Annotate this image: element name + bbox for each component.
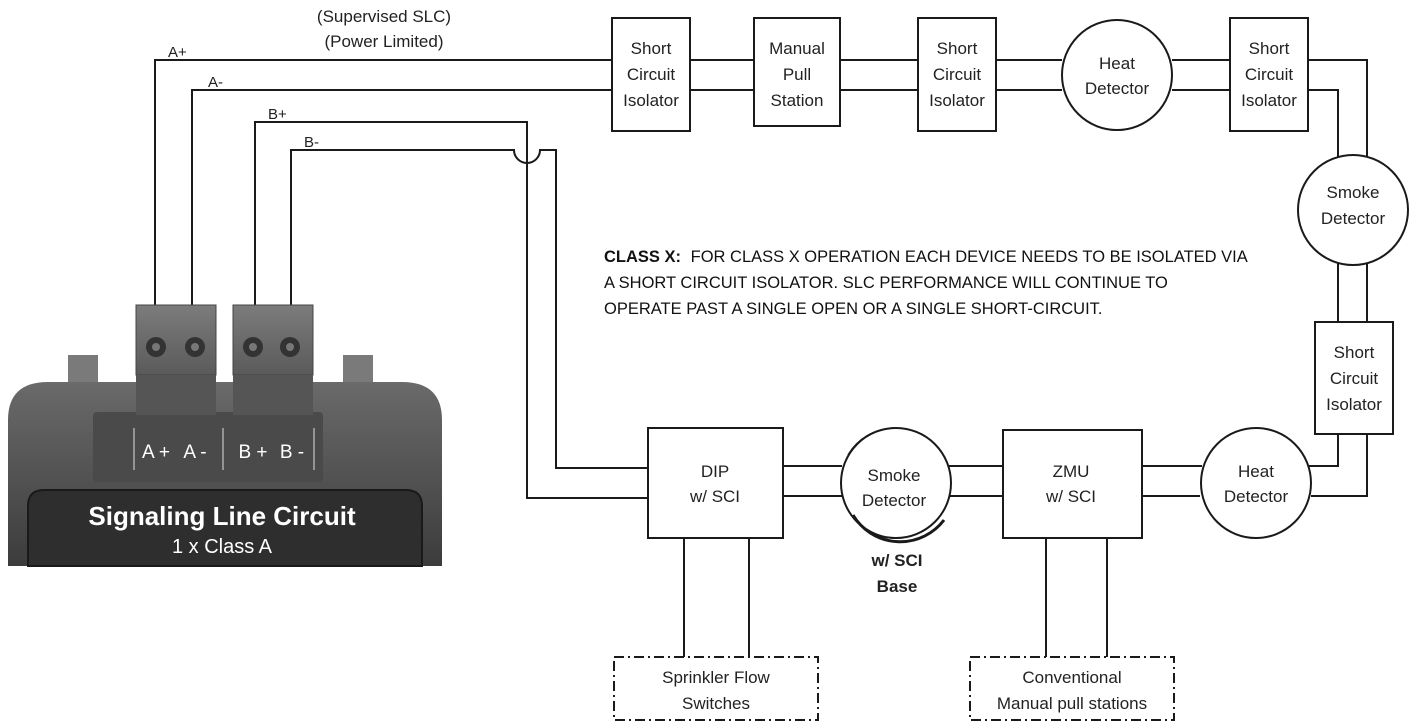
svg-text:Isolator: Isolator <box>623 91 679 110</box>
svg-text:Circuit: Circuit <box>1330 369 1378 388</box>
smoke-detector-right: Smoke Detector <box>1297 154 1409 266</box>
slc-panel: A + A - B + B - Signaling Line Circuit 1… <box>8 304 442 567</box>
wires <box>154 59 1368 657</box>
svg-text:Manual: Manual <box>769 39 825 58</box>
terminal-label-a-plus: A + <box>142 442 170 463</box>
svg-text:Heat: Heat <box>1099 54 1135 73</box>
svg-text:Short: Short <box>1249 39 1290 58</box>
panel-title: Signaling Line Circuit <box>88 501 356 531</box>
sci-base-label-line1: w/ SCI <box>870 551 922 570</box>
svg-text:ZMU: ZMU <box>1053 462 1090 481</box>
svg-text:Short: Short <box>1334 343 1375 362</box>
svg-text:Sprinkler Flow: Sprinkler Flow <box>662 668 770 687</box>
smoke-detector-bottom: Smoke Detector <box>840 427 952 544</box>
svg-text:Isolator: Isolator <box>929 91 985 110</box>
svg-text:Isolator: Isolator <box>1241 91 1297 110</box>
supervised-slc-label: (Supervised SLC) <box>317 7 451 26</box>
svg-text:Manual pull stations: Manual pull stations <box>997 694 1147 713</box>
dip-module: DIP w/ SCI <box>647 427 784 539</box>
b-minus-label: B- <box>304 134 319 151</box>
manual-pull-station: Manual Pull Station <box>753 17 841 127</box>
svg-text:Detector: Detector <box>862 491 927 510</box>
svg-text:w/ SCI: w/ SCI <box>1045 487 1096 506</box>
terminal-label-b-minus: B - <box>280 442 304 463</box>
a-minus-label: A- <box>208 74 223 91</box>
terminal-label-a-minus: A - <box>183 442 206 463</box>
svg-text:Station: Station <box>771 91 824 110</box>
svg-text:w/ SCI: w/ SCI <box>689 487 740 506</box>
class-x-heading: CLASS X: <box>604 248 681 266</box>
svg-text:Switches: Switches <box>682 694 750 713</box>
svg-text:Circuit: Circuit <box>1245 65 1293 84</box>
sci-base-label-line2: Base <box>877 577 918 596</box>
svg-text:Isolator: Isolator <box>1326 395 1382 414</box>
wire-a-plus <box>154 59 612 318</box>
svg-text:Smoke: Smoke <box>1327 183 1380 202</box>
panel-subtitle: 1 x Class A <box>172 536 273 558</box>
svg-text:Short: Short <box>631 39 672 58</box>
terminal-block-b <box>232 304 314 415</box>
b-plus-label: B+ <box>268 106 287 123</box>
short-circuit-isolator-1: Short Circuit Isolator <box>611 17 691 132</box>
svg-text:Circuit: Circuit <box>627 65 675 84</box>
terminal-label-b-plus: B + <box>238 442 267 463</box>
svg-text:DIP: DIP <box>701 462 729 481</box>
conventional-manual-pull-stations: Conventional Manual pull stations <box>969 656 1175 721</box>
a-plus-label: A+ <box>168 44 187 61</box>
svg-text:Detector: Detector <box>1085 79 1150 98</box>
wire-a-minus <box>191 89 612 318</box>
sprinkler-flow-switches: Sprinkler Flow Switches <box>613 656 819 721</box>
svg-text:CLASS X: FOR CLASS X OPE: CLASS X: FOR CLASS X OPERATION EACH DEVI… <box>604 248 1248 266</box>
svg-text:Short: Short <box>937 39 978 58</box>
svg-text:Heat: Heat <box>1238 462 1274 481</box>
svg-text:Smoke: Smoke <box>868 466 921 485</box>
class-x-line3: OPERATE PAST A SINGLE OPEN OR A SINGLE S… <box>604 300 1103 318</box>
zmu-module: ZMU w/ SCI <box>1002 429 1143 539</box>
svg-text:Circuit: Circuit <box>933 65 981 84</box>
short-circuit-isolator-3: Short Circuit Isolator <box>1229 17 1309 132</box>
wire-b-minus <box>290 149 648 469</box>
svg-text:Conventional: Conventional <box>1022 668 1121 687</box>
short-circuit-isolator-2: Short Circuit Isolator <box>917 17 997 132</box>
svg-text:Detector: Detector <box>1224 487 1289 506</box>
heat-detector-top: Heat Detector <box>1061 19 1173 131</box>
short-circuit-isolator-right: Short Circuit Isolator <box>1314 321 1394 435</box>
heat-detector-bottom: Heat Detector <box>1200 427 1312 539</box>
class-x-note: CLASS X: FOR CLASS X OPERATION EACH DEVI… <box>604 248 1248 318</box>
class-x-line2: A SHORT CIRCUIT ISOLATOR. SLC PERFORMANC… <box>604 274 1168 292</box>
wire-b-plus <box>254 121 648 499</box>
terminal-block-a <box>135 304 217 415</box>
power-limited-label: (Power Limited) <box>324 32 443 51</box>
class-x-line1: FOR CLASS X OPERATION EACH DEVICE NEEDS … <box>691 248 1248 266</box>
svg-text:Pull: Pull <box>783 65 811 84</box>
svg-text:Detector: Detector <box>1321 209 1386 228</box>
